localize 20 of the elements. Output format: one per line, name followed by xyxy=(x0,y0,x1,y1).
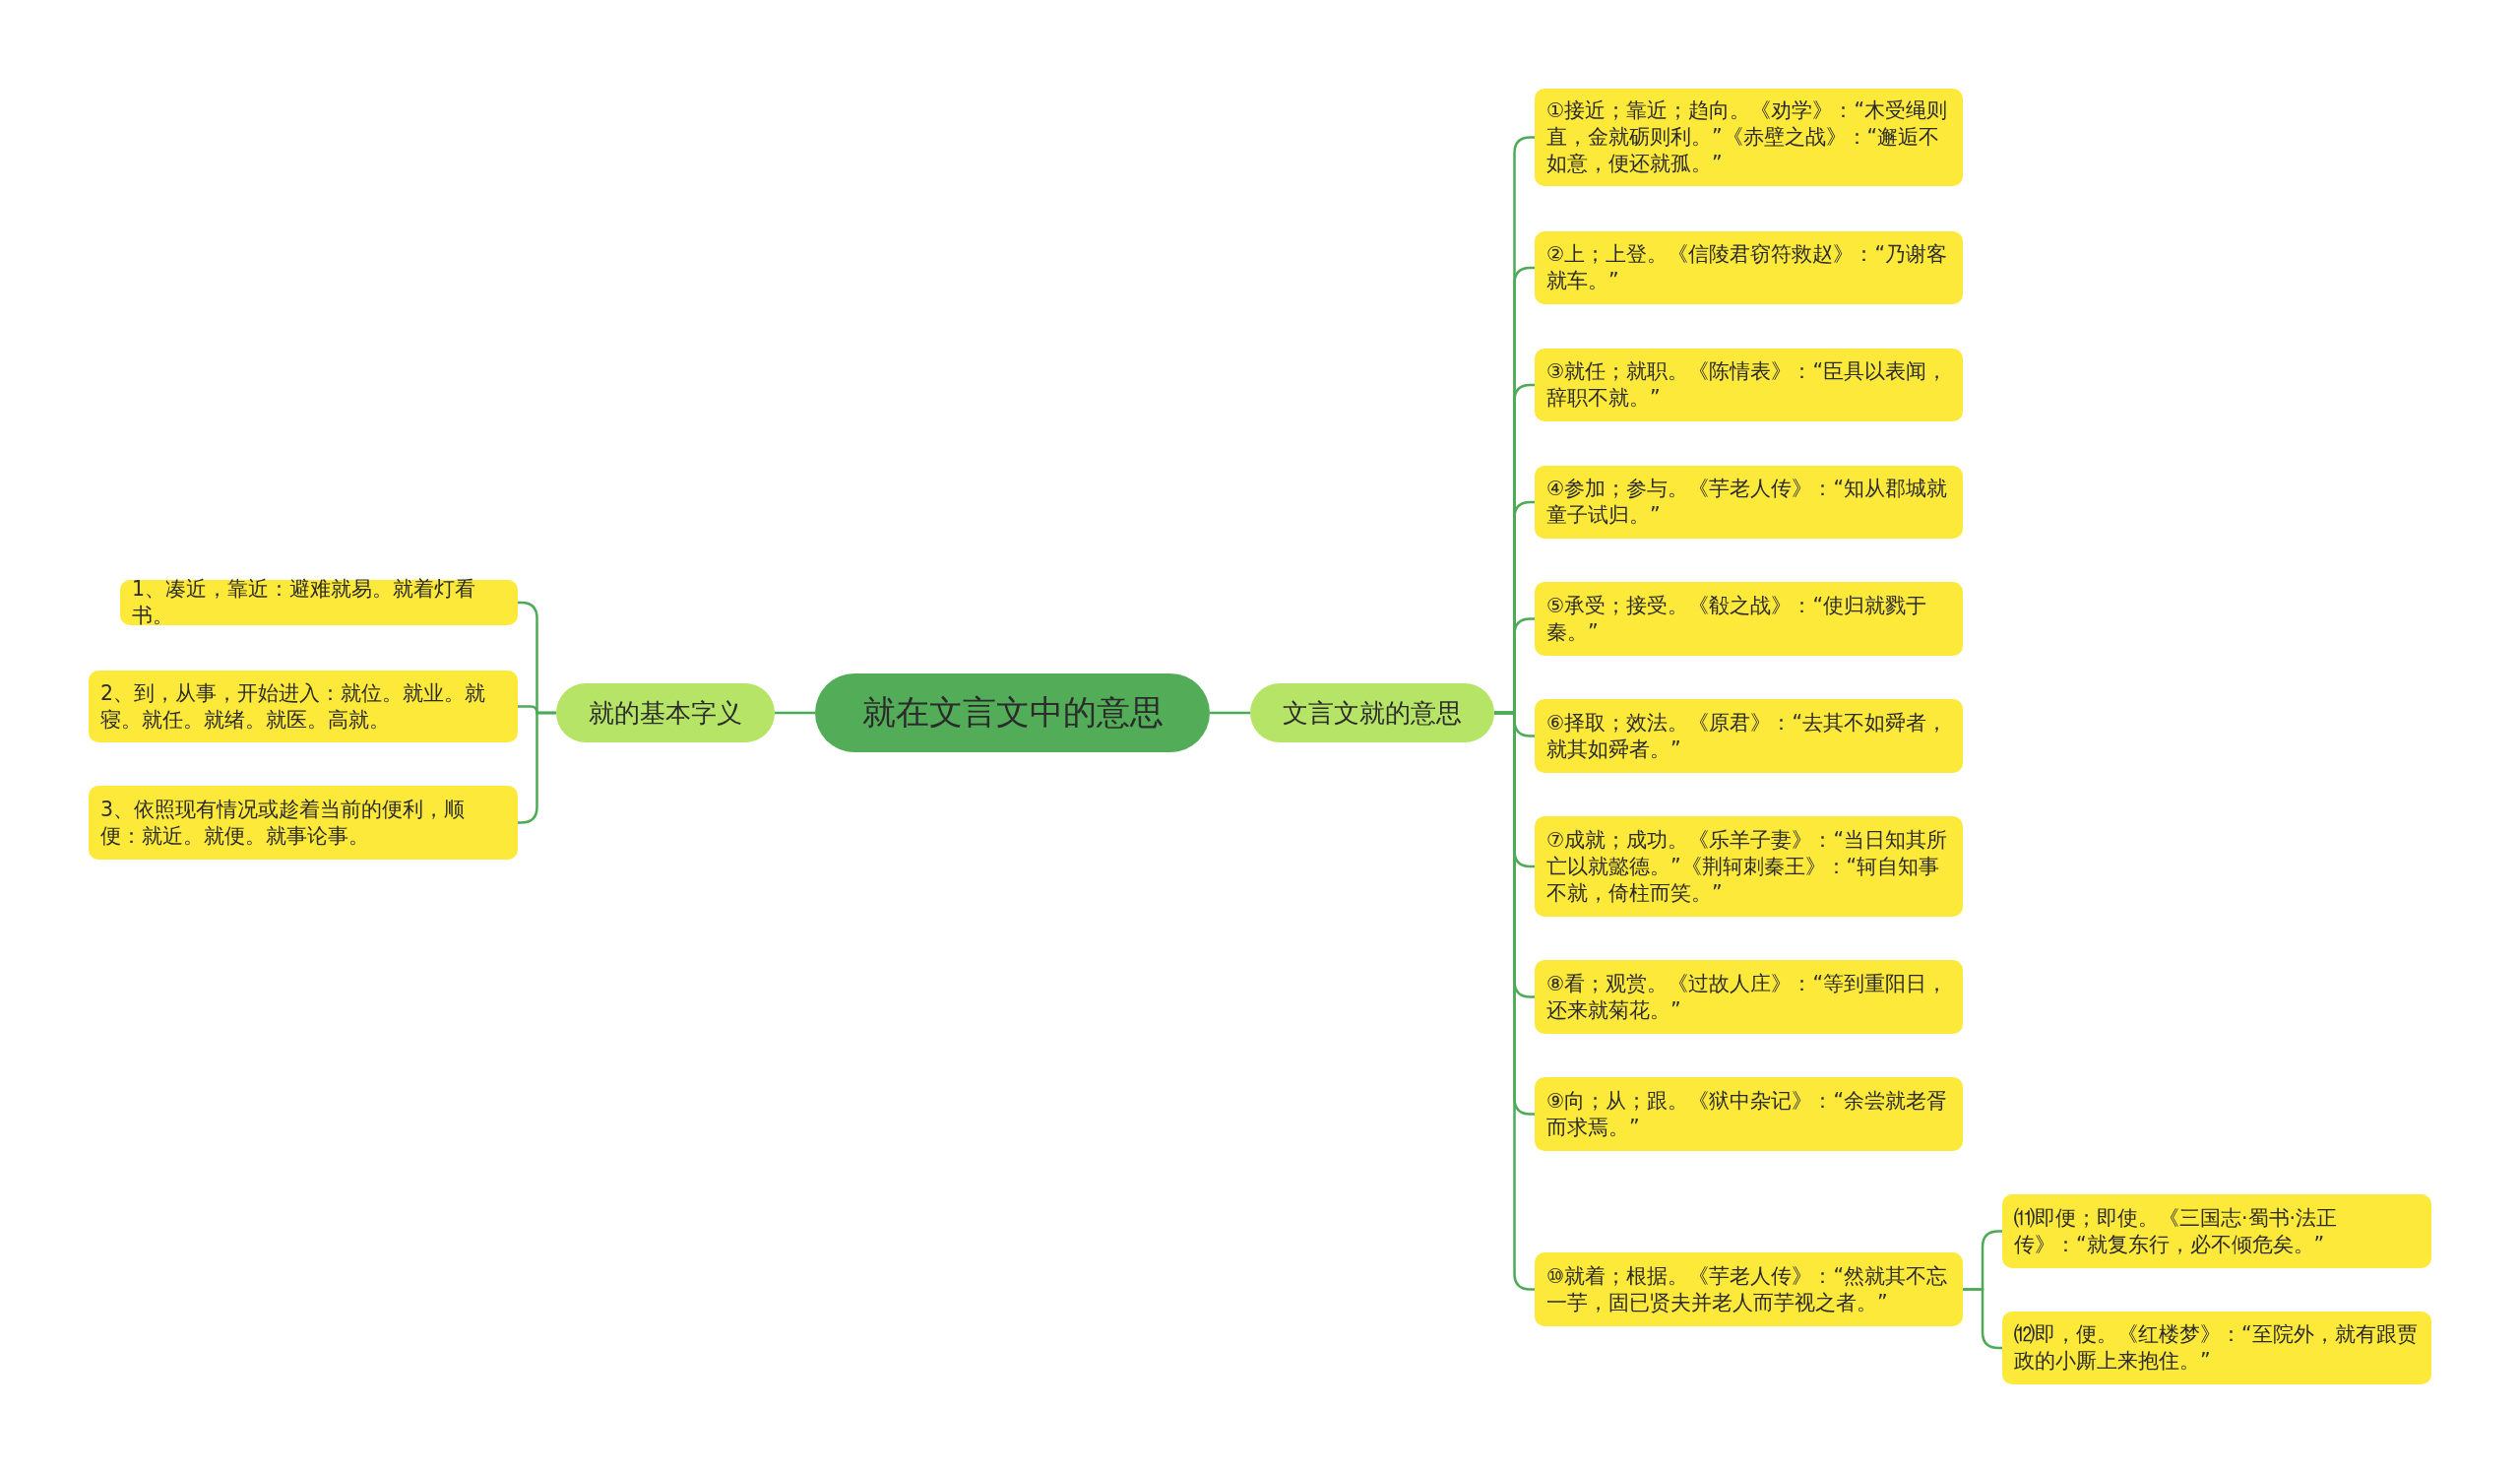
central-topic: 就在文言文中的意思 xyxy=(815,673,1210,752)
connector-line xyxy=(775,711,815,715)
leaf-topic: ⑿即，便。《红楼梦》：“至院外，就有跟贾政的小厮上来抱住。” xyxy=(2002,1312,2431,1384)
leaf-topic: ⑥择取；效法。《原君》：“去其不如舜者，就其如舜者。” xyxy=(1535,699,1963,773)
leaf-topic: ⑾即便；即使。《三国志·蜀书·法正传》：“就复东行，必不倾危矣。” xyxy=(2002,1194,2431,1268)
leaf-topic: ⑤承受；接受。《殽之战》：“使归就戮于秦。” xyxy=(1535,582,1963,656)
leaf-topic: ①接近；靠近；趋向。《劝学》：“木受绳则直，金就砺则利。”《赤壁之战》：“邂逅不如意，便还就孤。” xyxy=(1535,89,1963,186)
branch-topic: 文言文就的意思 xyxy=(1250,683,1494,742)
leaf-topic: ⑨向；从；跟。《狱中杂记》：“余尝就老胥而求焉。” xyxy=(1535,1077,1963,1151)
leaf-topic: 2、到，从事，开始进入：就位。就业。就寝。就任。就绪。就医。高就。 xyxy=(89,671,518,742)
branch-topic: 就的基本字义 xyxy=(556,683,775,742)
leaf-topic: ⑦成就；成功。《乐羊子妻》：“当日知其所亡以就懿德。”《荆轲刺秦王》：“轲自知事不就，倚柱而笑。” xyxy=(1535,816,1963,917)
leaf-topic: ③就任；就职。《陈情表》：“臣具以表闻，辞职不就。” xyxy=(1535,349,1963,421)
leaf-topic: ④参加；参与。《芋老人传》：“知从郡城就童子试归。” xyxy=(1535,466,1963,539)
leaf-topic: 3、依照现有情况或趁着当前的便利，顺便：就近。就便。就事论事。 xyxy=(89,786,518,860)
leaf-topic: ⑧看；观赏。《过故人庄》：“等到重阳日，还来就菊花。” xyxy=(1535,960,1963,1034)
leaf-topic: 1、凑近，靠近：避难就易。就着灯看书。 xyxy=(120,580,518,625)
leaf-topic: ⑩就着；根据。《芋老人传》：“然就其不忘一芋，固已贤夫并老人而芋视之者。” xyxy=(1535,1252,1963,1326)
connector-line xyxy=(1210,711,1250,715)
leaf-topic: ②上；上登。《信陵君窃符救赵》：“乃谢客就车。” xyxy=(1535,231,1963,304)
